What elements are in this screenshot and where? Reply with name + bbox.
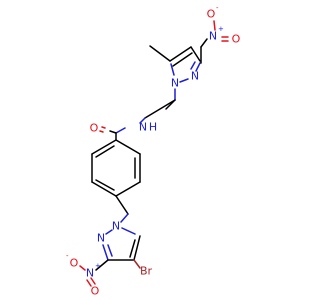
bond-n1-c5-bottom [121, 227, 136, 235]
charge-minus-bottom: - [66, 252, 69, 260]
bond-methyl [149, 45, 171, 62]
bond-n-o-bottom-double [86, 279, 92, 287]
atom-n2-bottom: N [97, 232, 105, 245]
bond-c4-br [133, 259, 141, 269]
benzene-ring [91, 139, 141, 197]
ethyl-linker [139, 88, 176, 124]
top-nitro-group [213, 20, 229, 42]
bond-c-o [101, 126, 106, 129]
bottom-pyrazole-ring [95, 227, 141, 271]
atom-amide-h: H [149, 121, 157, 134]
bond-bz-inner-3 [95, 145, 115, 158]
bond-n1-c5 [170, 63, 175, 76]
atom-n1-bottom: N [112, 220, 120, 233]
bond-c5-c4-bottom [133, 235, 141, 261]
bond-bz-inner-2 [95, 179, 115, 191]
bond-c-o-double [99, 130, 104, 133]
bond-c3-n2-double [190, 61, 196, 70]
bond-c5-c4 [169, 46, 192, 62]
amide-group [99, 126, 126, 141]
atom-o-nitro-bottom: O [91, 285, 100, 298]
bond-bz-6 [91, 139, 117, 155]
bond-co-o [109, 130, 117, 134]
bond-n-o-minus-bottom [79, 265, 86, 271]
bond-bz-3 [115, 181, 141, 197]
charge-minus-top: - [216, 4, 219, 12]
bond-nh-co [115, 127, 126, 134]
bond-n-o-minus-top [213, 20, 216, 31]
bond-c3-n2-bottom [102, 244, 109, 261]
bond-ch2-n1 [120, 213, 129, 223]
bond-ch2-nh [139, 117, 146, 124]
charge-plus-bottom: + [95, 262, 101, 270]
structure-canvas: O - N + O N N N H O N N Br N + O - O [66, 4, 241, 298]
top-pyrazole-ring [149, 38, 208, 83]
bond-ch2-ch2 [144, 99, 176, 119]
atom-n-nitro-top: N [209, 30, 217, 43]
bond-c5-c4-bottom-double [129, 239, 136, 258]
bond-c5-c4-double [172, 52, 193, 67]
atom-n2-top: N [191, 70, 199, 83]
atom-o-nitro-top: O [232, 33, 241, 46]
bond-c3-nitro [200, 38, 208, 48]
atom-amide-o: O [90, 122, 99, 135]
atom-labels: O - N + O N N N H O N N Br N + O - O [66, 4, 241, 298]
charge-plus-top: + [218, 25, 224, 33]
atom-amide-n: N [139, 121, 147, 134]
atom-n-nitro-bottom: N [86, 267, 94, 280]
bond-c4-c3 [190, 46, 201, 62]
atom-o-minus-top: O [207, 8, 216, 21]
bond-bz-1 [115, 139, 141, 155]
bottom-nitro-group [79, 265, 96, 287]
bond-ring-ch2 [115, 195, 129, 215]
methylene-bridge [115, 195, 129, 223]
bond-n2-n1 [179, 78, 189, 83]
atom-o-minus-bottom: O [70, 257, 79, 270]
bond-n-o-bottom [90, 277, 96, 285]
bond-c3-n2-bottom-double [107, 244, 113, 257]
molecule-structure: O - N + O N N N H O N N Br N + O - O [66, 4, 241, 298]
bond-c3-n2 [195, 62, 201, 72]
bond-n2-n1-bottom [105, 229, 113, 235]
atom-n1-top: N [171, 77, 179, 90]
bond-c3-nitro-bottom [95, 259, 109, 271]
bond-bz-4 [91, 181, 117, 197]
atom-bromine: Br [140, 265, 153, 278]
